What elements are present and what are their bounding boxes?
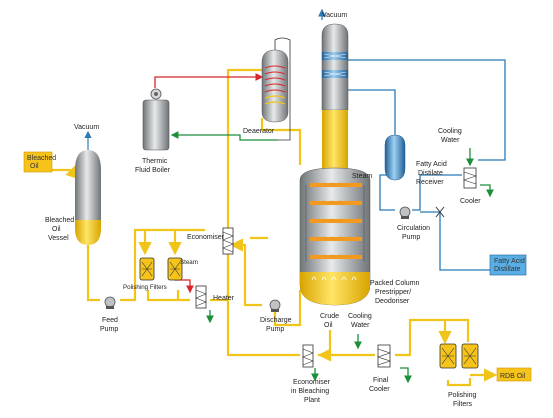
vapour-water-lines [318,8,522,274]
packed-column-label-3: Deodoriser [375,298,410,305]
bleached-oil-box-line1: Bleached [27,155,56,162]
final-cooler [377,344,391,368]
cooler-top [463,167,477,189]
circulation-pump [399,206,411,219]
column-trays [305,182,365,281]
fad-box-label-2: Distillate [494,266,521,273]
economiser-bleach-label-2: in Bleaching [291,388,329,395]
cooling-water-bottom-label-1: Cooling [348,313,372,320]
final-cooler-label-1: Final [373,377,389,384]
cooling-water-top-label-2: Water [441,137,460,144]
valve-icon [435,206,445,218]
thermic-label-2: Fluid Boiler [135,167,171,174]
fatty-acid-distillate-box [489,254,527,276]
cooler-label: Cooler [460,198,481,205]
bleached-oil-vessel-label-3: Vessel [48,235,69,242]
crude-oil-label-1: Crude [320,313,339,320]
heater [195,285,207,309]
fad-receiver-label-3: Receiver [416,179,444,186]
rdb-oil-box [496,367,532,382]
bleached-oil-box-line2: Oil [30,163,39,170]
economiser-bleach-label-3: Plant [304,397,320,404]
crude-oil-label-2: Oil [324,322,333,329]
circulation-pump-label-1: Circulation [397,225,430,232]
heater-label: Heater [213,295,235,302]
deaerator [261,37,291,141]
vacuum-top-label: Vacuum [322,12,347,19]
thermic-fluid-boiler [142,88,170,151]
main-column [299,23,371,306]
rdb-oil-label: RDB Oil [500,373,526,380]
economiser-bleach-label-1: Economiser [293,379,331,386]
circulation-pump-label-2: Pump [402,234,420,241]
final-cooler-label-2: Cooler [369,386,390,393]
cooling-water-bottom-label-2: Water [351,322,370,329]
steam-small-label: Steam [180,259,198,266]
fatty-acid-receiver [384,134,406,181]
bleached-oil-inlet-box [23,151,53,173]
feed-pump [104,296,116,309]
cooling-water-top-label-1: Cooling [438,128,462,135]
vacuum-left-label: Vacuum [74,124,99,131]
bleached-oil-vessel [75,130,101,245]
economiser-label: Economiser [187,234,225,241]
economiser [222,227,234,255]
feed-pump-label-1: Feed [102,317,118,324]
discharge-pump-label-2: Pump [266,326,284,333]
steam-column-label: Steam [352,173,372,180]
fad-box-label-1: Fatty Acid [494,258,525,265]
oil-lines [50,68,498,387]
fad-receiver-label-2: Distilate [418,170,443,177]
discharge-pump-label-1: Discharge [260,317,292,324]
cooling-lines [170,131,494,384]
polishing-filters-big [439,343,479,369]
discharge-pump [269,299,281,312]
feed-pump-label-2: Pump [100,326,118,333]
economiser-bleaching [302,344,314,368]
polishing-filters-big-label-1: Polishing [448,392,477,399]
fad-receiver-label-1: Fatty Acid [416,161,447,168]
polishing-filters-small [139,257,183,281]
packed-column-label-1: Packed Column [370,280,420,287]
packed-column-label-2: Prestripper/ [375,289,411,296]
bleached-oil-vessel-label-1: Bleached [45,217,74,224]
polishing-filters-big-label-2: Filters [453,401,473,408]
polishing-filters-small-label: Polishing Filters [123,284,167,291]
bleached-oil-vessel-label-2: Oil [52,226,61,233]
deaerator-label: Deaerator [243,128,275,135]
thermic-label-1: Thermic [142,158,168,165]
